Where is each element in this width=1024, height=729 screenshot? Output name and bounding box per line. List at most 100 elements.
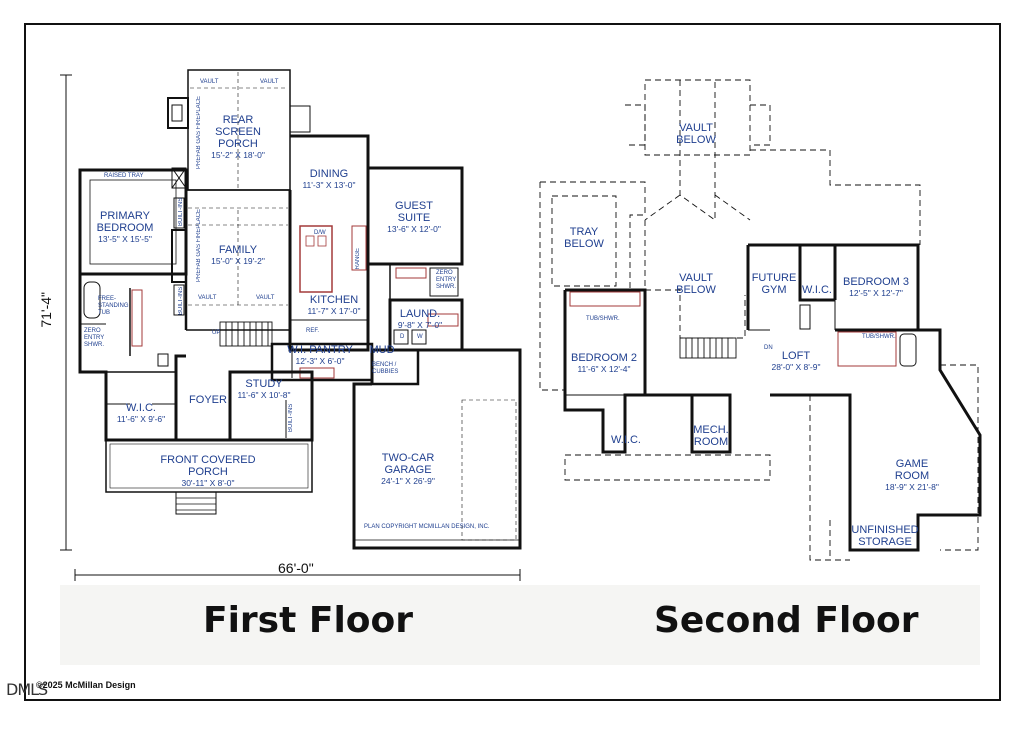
mech-room-line2: ROOM: [693, 436, 729, 448]
rear-porch-dim: 15'-2" X 18'-0": [211, 150, 265, 160]
pantry-dim: 12'-3" X 6'-0": [295, 356, 345, 366]
vault-below-mid-label: VAULT BELOW: [676, 272, 716, 296]
garage-dim: 24'-1" X 26'-9": [381, 476, 435, 486]
washer-note: W: [417, 334, 423, 340]
second-floor-title: Second Floor: [654, 600, 919, 641]
free-tub-note: FREE-STANDING TUB: [98, 296, 129, 316]
depth-dimension: 71'-4": [38, 292, 54, 328]
future-gym-line1: FUTURE: [751, 272, 797, 284]
vault-note: VAULT: [260, 79, 279, 85]
vault-below-mid-line2: BELOW: [676, 284, 716, 296]
mls-watermark: DMLS: [6, 680, 48, 699]
pantry-label: W.I. PANTRY 12'-3" X 6'-0": [287, 344, 353, 366]
first-floor-plan: [60, 69, 522, 581]
storage-line1: UNFINISHED: [851, 524, 919, 536]
vault-note: VAULT: [198, 295, 217, 301]
game-room-dim: 18'-9" X 21'-8": [885, 482, 939, 492]
guest-suite-line2: SUITE: [397, 212, 431, 224]
ref-note: REF.: [306, 328, 320, 334]
future-gym-label: FUTURE GYM: [752, 272, 797, 296]
wic-label: W.I.C. 11'-6" X 9'-6": [117, 402, 165, 424]
kitchen-dim: 11'-7" X 17'-0": [307, 306, 361, 316]
bedroom3-name: BEDROOM 3: [842, 276, 910, 288]
tray-below-label: TRAY BELOW: [564, 226, 604, 250]
laundry-dim: 9'-8" X 7'-0": [397, 320, 443, 330]
foyer-label: FOYER: [189, 394, 227, 406]
pantry-name: W.I. PANTRY: [287, 344, 353, 356]
bedroom2-dim: 11'-6" X 12'-4": [577, 364, 631, 374]
vault-below-top-line1: VAULT: [679, 122, 713, 134]
bedroom3-label: BEDROOM 3 12'-5" X 12'-7": [843, 276, 909, 298]
study-dim: 11'-6" X 10'-8": [237, 390, 291, 400]
loft-dim: 28'-0" X 8'-9": [771, 362, 821, 372]
primary-bedroom-line2: BEDROOM: [96, 222, 154, 234]
garage-label: TWO-CAR GARAGE 24'-1" X 26'-9": [381, 452, 435, 486]
vault-below-top-line2: BELOW: [676, 134, 716, 146]
built-ins-note: BUILT-INS: [178, 286, 184, 315]
guest-suite-dim: 13'-6" X 12'-0": [387, 224, 441, 234]
rear-porch-label: REAR SCREEN PORCH 15'-2" X 18'-0": [211, 114, 265, 160]
dryer-note: D: [400, 334, 405, 340]
raised-tray-note: RAISED TRAY: [104, 173, 144, 179]
garage-line2: GARAGE: [384, 464, 432, 476]
vault-note: VAULT: [200, 79, 219, 85]
dining-label: DINING 11'-3" X 13'-0": [302, 168, 355, 190]
tub-shower-note: TUB/SHWR.: [586, 316, 620, 322]
loft-name: LOFT: [781, 350, 811, 362]
bedroom2-name: BEDROOM 2: [570, 352, 638, 364]
sheet-border: [24, 23, 1001, 701]
dining-dim: 11'-3" X 13'-0": [302, 180, 356, 190]
game-room-line1: GAME: [895, 458, 929, 470]
dining-name: DINING: [309, 168, 349, 180]
wic3-label: W.I.C.: [802, 284, 832, 296]
family-dim: 15'-0" X 19'-2": [211, 256, 265, 266]
stair-up-note: UP: [212, 330, 221, 336]
bedroom2-label: BEDROOM 2 11'-6" X 12'-4": [571, 352, 637, 374]
unfinished-storage-label: UNFINISHED STORAGE: [851, 524, 918, 548]
bedroom3-dim: 12'-5" X 12'-7": [849, 288, 903, 298]
zero-entry-note: ZERO ENTRY SHWR.: [84, 328, 105, 348]
rear-porch-line2: SCREEN: [215, 126, 261, 138]
front-porch-dim: 30'-11" X 8'-0": [181, 478, 235, 488]
wic-dim: 11'-6" X 9'-6": [116, 414, 166, 424]
kitchen-name: KITCHEN: [309, 294, 359, 306]
tray-below-line2: BELOW: [564, 238, 604, 250]
primary-bedroom-line1: PRIMARY: [100, 210, 150, 222]
study-label: STUDY 11'-6" X 10'-8": [237, 378, 290, 400]
vault-below-mid-line1: VAULT: [679, 272, 713, 284]
title-band: [60, 585, 980, 665]
guest-suite-label: GUEST SUITE 13'-6" X 12'-0": [387, 200, 441, 234]
laundry-name: LAUND.: [399, 308, 441, 320]
family-label: FAMILY 15'-0" X 19'-2": [211, 244, 265, 266]
study-name: STUDY: [245, 378, 283, 390]
rear-porch-line3: PORCH: [218, 138, 258, 150]
tub-shower-note: TUB/SHWR.: [862, 334, 896, 340]
loft-label: LOFT 28'-0" X 8'-9": [772, 350, 821, 372]
stair-down-note: DN: [764, 345, 773, 351]
mud-label: MUD: [369, 344, 395, 356]
game-room-label: GAME ROOM 18'-9" X 21'-8": [885, 458, 939, 492]
front-porch-line1: FRONT COVERED: [160, 454, 256, 466]
vault-note: VAULT: [256, 295, 275, 301]
laundry-label: LAUND. 9'-8" X 7'-0": [398, 308, 442, 330]
tray-below-line1: TRAY: [569, 226, 599, 238]
primary-bedroom-label: PRIMARY BEDROOM 13'-5" X 15'-5": [97, 210, 154, 244]
guest-zero-entry-note: ZERO ENTRY SHWR.: [436, 270, 457, 290]
rear-porch-line1: REAR: [222, 114, 254, 126]
range-note: RANGE: [355, 248, 361, 270]
width-dimension: 66'-0": [278, 560, 314, 576]
vault-below-top-label: VAULT BELOW: [676, 122, 716, 146]
future-gym-line2: GYM: [761, 284, 787, 296]
footer-copyright: ©2025 McMillan Design: [36, 680, 136, 690]
kitchen-label: KITCHEN 11'-7" X 17'-0": [307, 294, 360, 316]
storage-line2: STORAGE: [858, 536, 912, 548]
first-floor-title: First Floor: [203, 600, 414, 641]
garage-line1: TWO-CAR: [381, 452, 435, 464]
bench-note: BENCH / CUBBIES: [372, 362, 399, 375]
family-name: FAMILY: [218, 244, 258, 256]
primary-bedroom-dim: 13'-5" X 15'-5": [98, 234, 152, 244]
fireplace-note: PREFAB GAS FIREPLACE: [196, 208, 202, 282]
wic-name: W.I.C.: [126, 402, 156, 414]
